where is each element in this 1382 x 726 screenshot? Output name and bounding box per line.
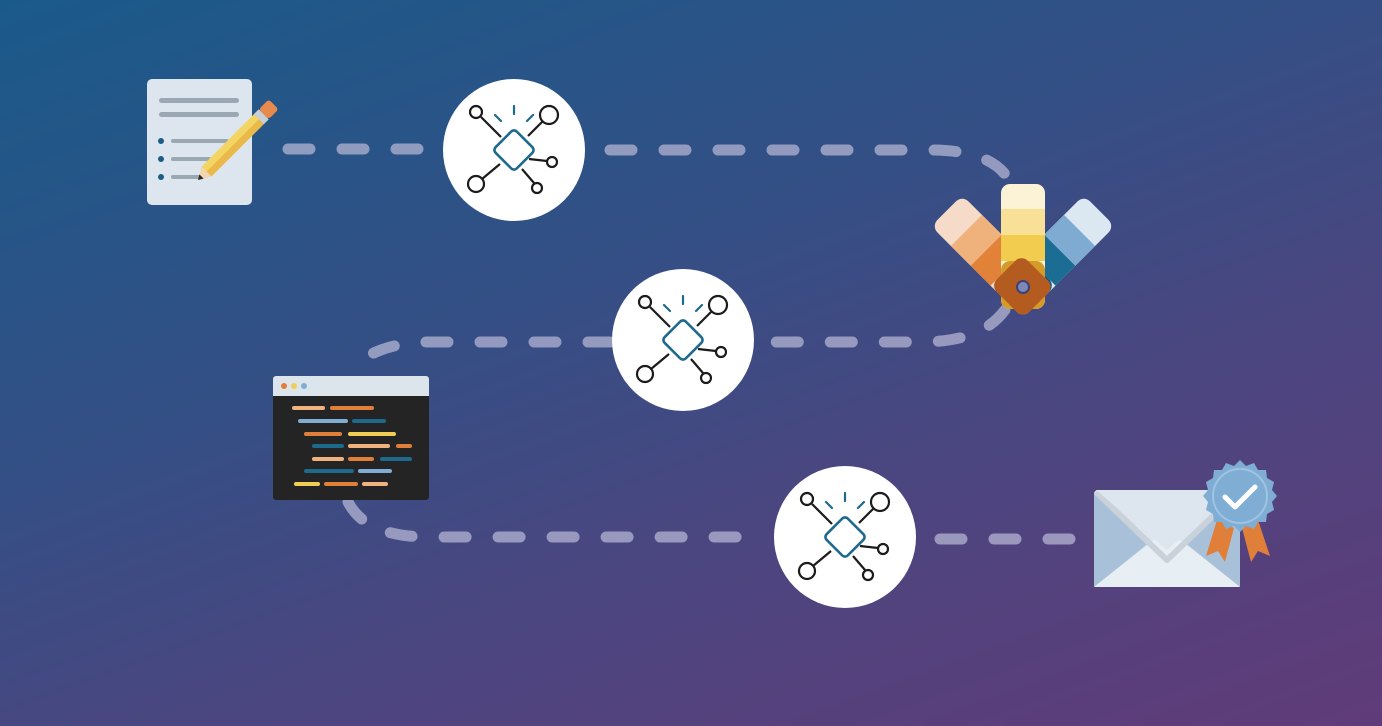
ai-network-icon <box>772 464 918 610</box>
color-swatch-fan-icon <box>934 184 1112 315</box>
ai-network-icon <box>610 267 756 413</box>
connector-design-to-ai-2 <box>766 304 1011 348</box>
connector-paths <box>282 143 1084 545</box>
connector-ai-1-to-design <box>604 144 1016 188</box>
certified-badge-icon <box>1203 460 1277 562</box>
certified-email-icon <box>1093 460 1277 587</box>
document-with-pencil-icon <box>147 79 278 205</box>
ai-network-icon <box>441 77 587 223</box>
connector-ai-2-to-code <box>342 336 616 378</box>
code-editor-window-icon <box>273 376 429 500</box>
pencil-icon <box>198 100 278 180</box>
connector-code-to-ai-3 <box>342 496 758 543</box>
